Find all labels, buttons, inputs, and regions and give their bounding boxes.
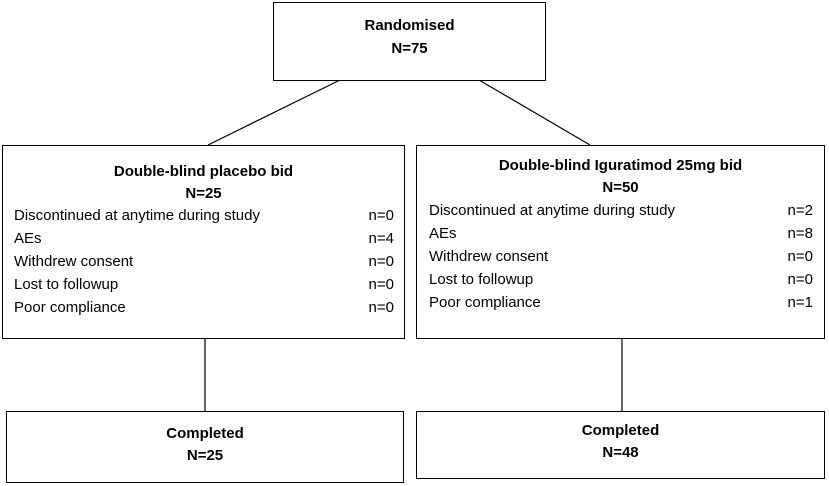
completed-placebo-count: N=25 [186, 447, 224, 464]
completed-iguratimod-count: N=48 [602, 444, 639, 461]
completed-placebo-box: Completed N=25 [6, 411, 404, 483]
completed-iguratimod-title: Completed [581, 422, 660, 439]
placebo-arm-box: Double-blind placebo bid N=25 Discontinu… [2, 145, 405, 339]
connector-randomised-to-iguratimod [478, 79, 591, 146]
iguratimod-row-value: n=2 [787, 202, 813, 219]
placebo-row-value: n=0 [368, 207, 394, 224]
placebo-row-value: n=0 [368, 299, 394, 316]
completed-iguratimod-box: Completed N=48 [416, 411, 825, 479]
randomised-title: Randomised [364, 17, 455, 34]
placebo-row-label: AEs [14, 230, 42, 247]
randomised-count: N=75 [391, 40, 428, 57]
placebo-row-label: Discontinued at anytime during study [14, 207, 260, 224]
placebo-row-label: Poor compliance [14, 299, 126, 316]
iguratimod-arm-box: Double-blind Iguratimod 25mg bid N=50 Di… [416, 145, 825, 339]
iguratimod-row-value: n=8 [787, 225, 813, 242]
iguratimod-row-label: Discontinued at anytime during study [429, 202, 675, 219]
iguratimod-row-value: n=0 [787, 248, 813, 265]
iguratimod-row-label: Withdrew consent [429, 248, 549, 265]
iguratimod-row-value: n=0 [787, 271, 813, 288]
completed-placebo-title: Completed [166, 425, 244, 442]
connector-randomised-to-placebo [207, 79, 341, 146]
placebo-arm-title: Double-blind placebo bid [113, 163, 294, 180]
iguratimod-row-label: Poor compliance [429, 294, 541, 311]
placebo-row-value: n=0 [368, 276, 394, 293]
placebo-row-label: Withdrew consent [14, 253, 134, 270]
placebo-row-value: n=4 [368, 230, 394, 247]
placebo-row-value: n=0 [368, 253, 394, 270]
placebo-arm-count: N=25 [185, 185, 222, 202]
iguratimod-arm-count: N=50 [602, 179, 639, 196]
iguratimod-arm-title: Double-blind Iguratimod 25mg bid [498, 157, 743, 174]
iguratimod-row-label: Lost to followup [429, 271, 534, 288]
iguratimod-row-value: n=1 [787, 294, 813, 311]
iguratimod-row-label: AEs [429, 225, 457, 242]
randomised-box: Randomised N=75 [273, 2, 546, 81]
placebo-row-label: Lost to followup [14, 276, 119, 293]
